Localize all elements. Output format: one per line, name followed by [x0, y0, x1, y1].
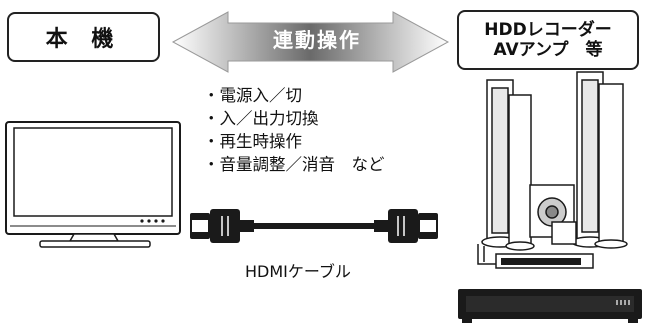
- hdmi-cable-label: HDMIケーブル: [245, 262, 351, 281]
- feature-item-playback: ・再生時操作: [203, 132, 302, 151]
- device-label-line2: AVアンプ 等: [493, 40, 603, 60]
- feature-list: ・電源入／切 ・入／出力切換 ・再生時操作 ・音量調整／消音 など: [203, 84, 385, 176]
- tv-icon: [5, 121, 181, 248]
- recorder-icon: [495, 253, 594, 269]
- speaker-system-icon: [477, 71, 628, 265]
- av-amplifier-icon: [458, 289, 642, 323]
- device-box: HDDレコーダー AVアンプ 等: [457, 10, 639, 70]
- double-arrow-icon: [171, 11, 450, 73]
- link-control-label: 連動操作: [273, 28, 361, 52]
- main-unit-box: 本 機: [7, 12, 160, 62]
- feature-item-volume: ・音量調整／消音 など: [203, 155, 385, 174]
- feature-item-input-switch: ・入／出力切換: [203, 109, 319, 128]
- hdmi-cable-icon: [190, 209, 438, 243]
- feature-item-power: ・電源入／切: [203, 86, 302, 105]
- device-label-line1: HDDレコーダー: [484, 19, 612, 40]
- main-unit-label: 本 機: [45, 27, 122, 52]
